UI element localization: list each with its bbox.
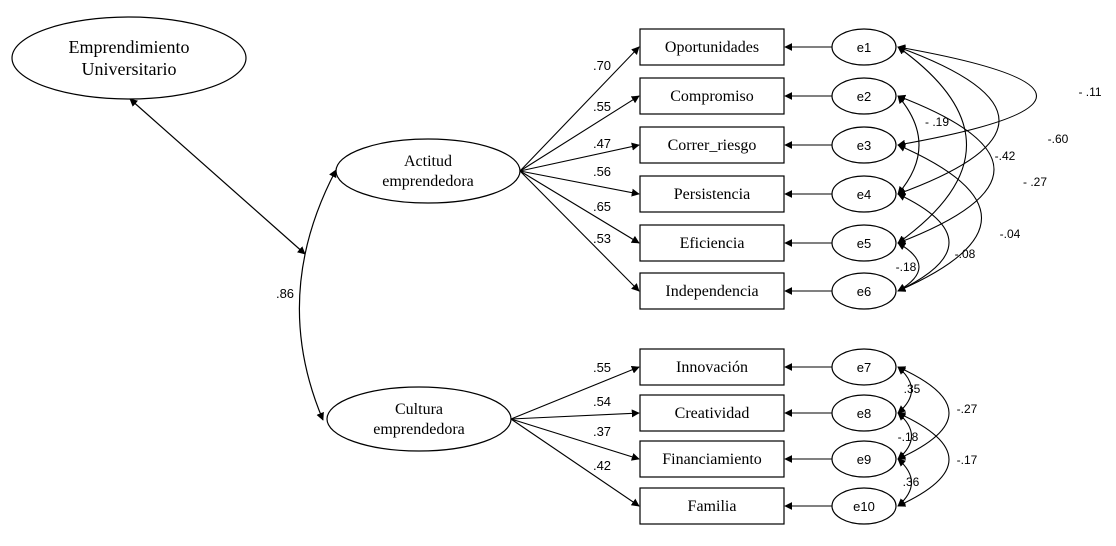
covariance-curve-e1-e4 [897,45,1000,196]
actitud-loading-path [519,170,640,244]
indicator-label: Innovación [676,359,748,376]
error-label: e7 [857,360,871,375]
loading-label: .53 [593,231,611,246]
latent-actitud-line2: emprendedora [382,173,474,190]
indicator-label: Correr_riesgo [668,137,757,154]
cultura-loading-path [510,366,640,420]
latent-cultura: Cultura emprendedora [326,386,512,452]
loading-label: .65 [593,199,611,214]
indicator-box [639,77,785,115]
actitud-loading-path [519,170,640,292]
covariance-label-e4-e6: -.08 [955,247,976,261]
covariance-curve-e1-e5 [897,46,968,244]
covariance-curve-e4-e6 [897,193,950,292]
covariance-label-e8-e10: -.17 [957,453,978,467]
covariance-curve-e9-e10 [897,458,913,507]
error-label: e2 [857,89,871,104]
indicator-financiamiento: Financiamiento .37 e9 [510,418,897,478]
indicator-familia: Familia .42 e10 [510,418,897,525]
latent-emprendimiento: Emprendimiento Universitario [11,16,247,100]
latent-cultura-line1: Cultura [395,401,443,418]
covariance-label-e8-e9: -.18 [898,430,919,444]
covariance-label-e9-e10: .36 [903,475,920,489]
covariance-label-e7-e8: .35 [904,382,921,396]
latent-cultura-line2: emprendedora [373,421,465,438]
latent-emprendimiento-line1: Emprendimiento [69,37,190,57]
second-order-path-actitud [129,98,306,255]
indicator-box [639,224,785,262]
indicator-box [639,394,785,432]
covariance-curve-e8-e10 [897,412,950,507]
error-label: e3 [857,138,871,153]
covariance-label-e3-e6: -.04 [1000,227,1021,241]
cultura-loading-path [510,418,640,507]
indicator-box [639,487,785,525]
indicator-label: Compromiso [670,88,754,105]
indicator-eficiencia: Eficiencia .65 e5 [519,170,897,262]
error-label: e5 [857,236,871,251]
actitud-loading-path [519,142,640,172]
covariance-curve-e3-e6 [897,144,983,292]
indicator-box [639,348,785,386]
error-label: e8 [857,406,871,421]
loading-label: .47 [593,136,611,151]
indicator-creatividad: Creatividad .54 e8 [510,394,897,432]
indicator-label: Eficiencia [680,235,745,252]
latent-correlation-curve [298,169,337,421]
actitud-loading-path [519,46,640,172]
loading-label: .37 [593,424,611,439]
indicator-label: Independencia [665,283,758,300]
indicator-box [639,28,785,66]
indicator-innovacion: Innovación .55 e7 [510,348,897,420]
loading-label: .56 [593,164,611,179]
indicator-label: Creatividad [675,405,750,422]
indicator-label: Persistencia [674,186,750,203]
covariance-label-e5-e6: -.18 [896,260,917,274]
indicator-persistencia: Persistencia .56 e4 [519,164,897,213]
loading-label: .70 [593,58,611,73]
error-covariances-layer: - .11 -.60 -.42 - .19 - .27 -.04 -.08 -.18 .35 -.… [896,44,1102,507]
covariance-curve-e7-e9 [897,366,950,460]
covariance-label-e7-e9: -.27 [957,402,978,416]
indicator-label: Financiamiento [662,451,762,468]
latent-actitud-line1: Actitud [404,153,452,170]
loading-label: .55 [593,99,611,114]
indicator-independencia: Independencia .53 e6 [519,170,897,310]
error-label: e9 [857,452,871,467]
covariance-curve-e1-e3 [897,44,1037,148]
indicator-compromiso: Compromiso .55 e2 [519,77,897,172]
indicator-box [639,175,785,213]
latent-correlation-label: .86 [276,286,294,301]
latent-actitud: Actitud emprendedora [335,138,521,204]
cultura-loading-path [510,409,640,420]
error-label: e4 [857,187,871,202]
indicator-box [639,272,785,310]
indicator-correr-riesgo: Correr_riesgo .47 e3 [519,126,897,172]
covariance-label-e2-e4: - .19 [925,115,949,129]
covariance-label-e1-e5: -.42 [995,149,1016,163]
error-label: e6 [857,284,871,299]
covariance-label-e2-e5: - .27 [1023,175,1047,189]
actitud-loading-path [519,170,640,197]
covariance-label-e1-e3: - .11 [1078,85,1101,99]
loading-label: .54 [593,394,611,409]
covariance-curve-e2-e4 [897,95,920,195]
covariance-label-e1-e4: -.60 [1048,132,1069,146]
indicator-box [639,440,785,478]
error-label: e1 [857,40,871,55]
indicator-box [639,126,785,164]
error-label: e10 [853,499,875,514]
indicator-label: Familia [688,498,737,515]
indicator-oportunidades: Oportunidades .70 e1 [519,28,897,172]
cultura-loading-path [510,418,640,461]
loading-label: .55 [593,360,611,375]
covariance-curve-e5-e6 [897,242,920,292]
loading-label: .42 [593,458,611,473]
actitud-loading-path [519,95,640,172]
latent-emprendimiento-line2: Universitario [82,59,177,79]
indicator-label: Oportunidades [665,39,759,56]
